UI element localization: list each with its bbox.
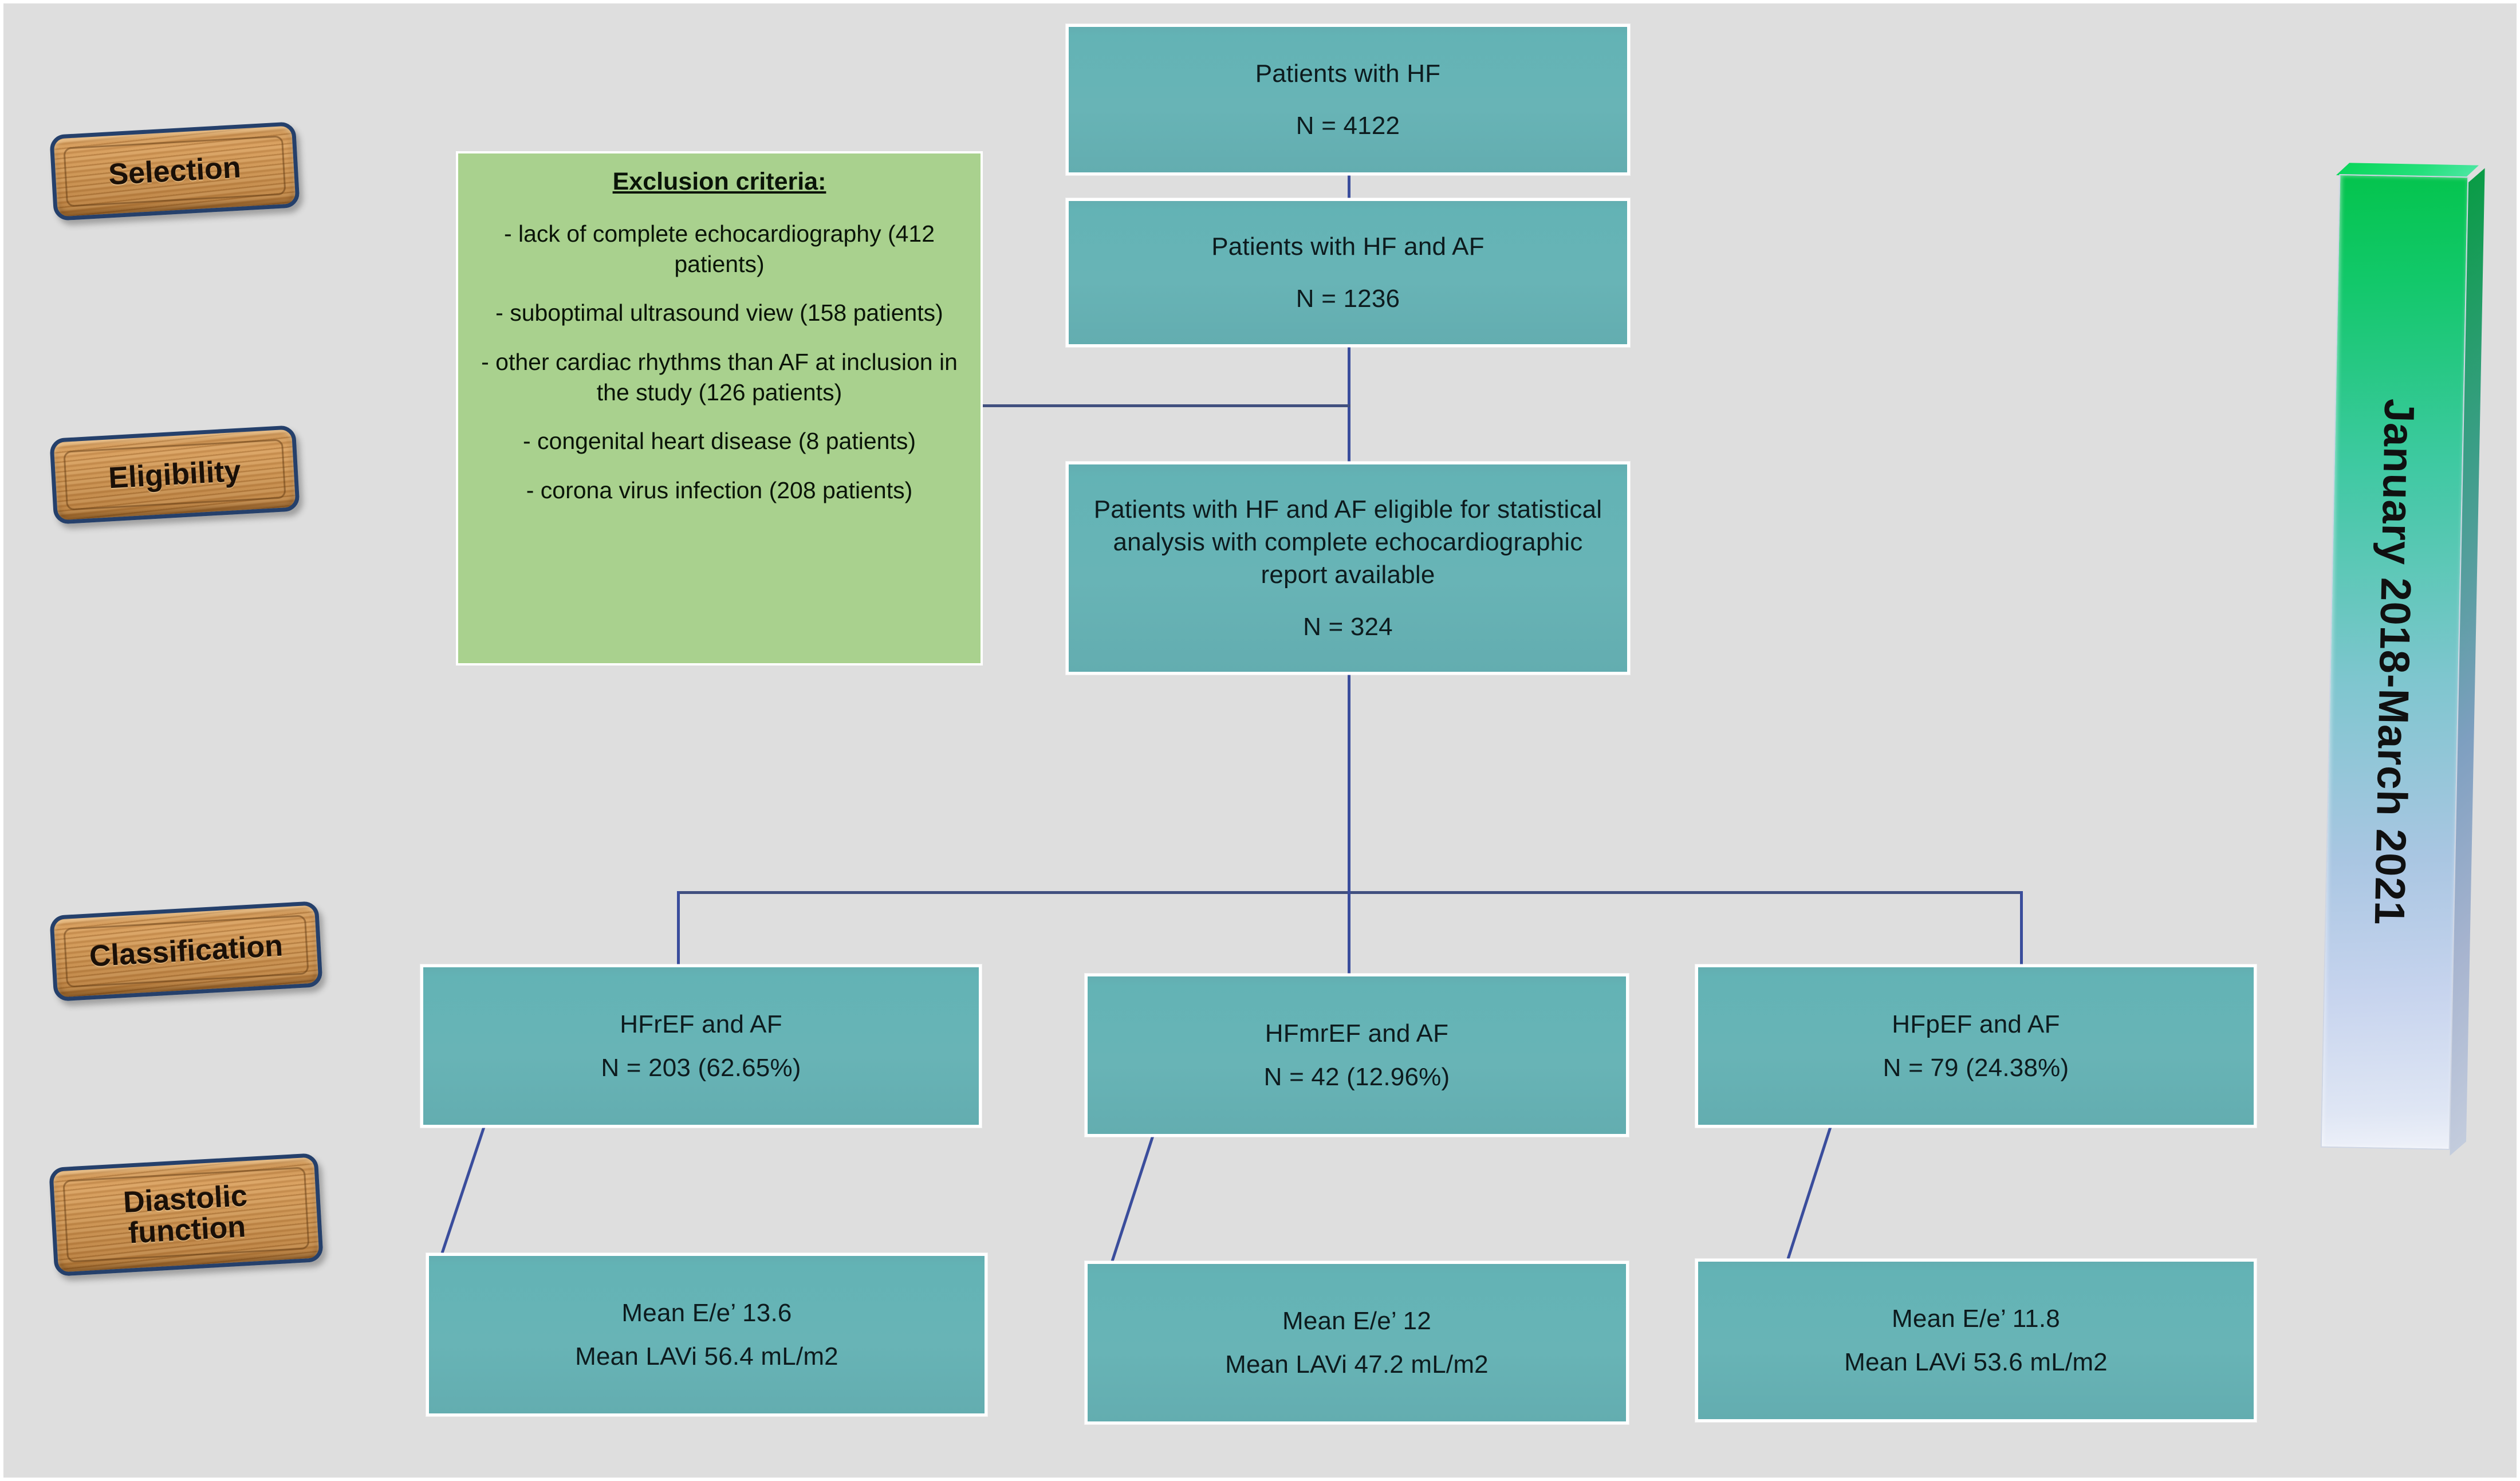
node-diastolic-hfref: Mean E/e’ 13.6 Mean LAVi 56.4 mL/m2 [426, 1253, 987, 1416]
connector-branch-hfref [677, 891, 680, 964]
stage-plaque-classification-label: Classification [88, 929, 284, 974]
plaque-line-2: function [127, 1210, 247, 1250]
node-line-2: N = 42 (12.96%) [1263, 1062, 1450, 1091]
node-line-2: N = 4122 [1296, 112, 1400, 140]
node-line-1: HFmrEF and AF [1265, 1019, 1449, 1048]
node-line-1: Mean E/e’ 13.6 [621, 1299, 792, 1328]
node-patients-with-hf-and-af: Patients with HF and AF N = 1236 [1066, 198, 1630, 347]
connector-hfref-to-diastolic [440, 1125, 1832, 1262]
node-group-hfref: HFrEF and AF N = 203 (62.65%) [420, 964, 982, 1128]
node-line-1: HFpEF and AF [1892, 1010, 2060, 1039]
node-line-1: HFrEF and AF [620, 1010, 782, 1039]
node-patients-with-hf: Patients with HF N = 4122 [1066, 24, 1630, 175]
node-line-1: Patients with HF and AF [1211, 232, 1485, 261]
node-line-2: N = 324 [1303, 613, 1393, 641]
connector-branch-hfmref [1348, 891, 1350, 974]
node-group-hfmref: HFmrEF and AF N = 42 (12.96%) [1085, 974, 1629, 1137]
node-diastolic-hfmref: Mean E/e’ 12 Mean LAVi 47.2 mL/m2 [1085, 1261, 1629, 1424]
node-line-1: Patients with HF [1255, 59, 1441, 88]
stage-plaque-diastolic-function-label: Diastolic function [117, 1179, 255, 1250]
stage-plaque-classification: Classification [49, 900, 323, 1002]
exclusion-criteria-item: - lack of complete echocardiography (412… [503, 220, 935, 278]
node-line-2: Mean LAVi 53.6 mL/m2 [1844, 1348, 2108, 1376]
node-diastolic-hfpef: Mean E/e’ 11.8 Mean LAVi 53.6 mL/m2 [1695, 1259, 2257, 1422]
exclusion-criteria-item: - other cardiac rhythms than AF at inclu… [481, 348, 958, 406]
exclusion-criteria-item: - congenital heart disease (8 patients) [522, 428, 916, 455]
connector-hfaf-to-eligible [1348, 347, 1350, 473]
node-line-1: Mean E/e’ 12 [1282, 1307, 1432, 1336]
connector-eligible-to-split [1348, 675, 1350, 892]
exclusion-criteria-item: - corona virus infection (208 patients) [526, 476, 913, 503]
exclusion-criteria-box: Exclusion criteria: - lack of complete e… [456, 151, 983, 665]
exclusion-criteria-title: Exclusion criteria: [612, 168, 826, 195]
node-line-2: Mean LAVi 47.2 mL/m2 [1225, 1350, 1489, 1378]
node-line-2: N = 203 (62.65%) [601, 1053, 801, 1082]
stage-plaque-selection-label: Selection [107, 151, 242, 192]
connector-exclusion-to-trunk [936, 404, 1350, 407]
stage-plaque-eligibility: Eligibility [49, 425, 300, 525]
study-period-label: January 2018-March 2021 [2365, 398, 2424, 926]
stage-plaque-diastolic-function: Diastolic function [49, 1153, 324, 1277]
stage-plaque-selection: Selection [49, 121, 300, 221]
stage-plaque-eligibility-label: Eligibility [107, 454, 242, 495]
node-line-1: Mean E/e’ 11.8 [1892, 1305, 2060, 1333]
node-line-1: Patients with HF and AF eligible for sta… [1093, 495, 1602, 589]
node-eligible-for-analysis: Patients with HF and AF eligible for sta… [1066, 462, 1630, 675]
node-line-2: Mean LAVi 56.4 mL/m2 [575, 1342, 838, 1370]
exclusion-criteria-item: - suboptimal ultrasound view (158 patien… [495, 300, 943, 326]
node-line-2: N = 79 (24.38%) [1883, 1053, 2069, 1082]
study-period-banner: January 2018-March 2021 [2320, 163, 2485, 1156]
connector-branch-hfpef [2020, 891, 2023, 964]
node-line-2: N = 1236 [1296, 285, 1400, 313]
node-group-hfpef: HFpEF and AF N = 79 (24.38%) [1695, 964, 2257, 1128]
